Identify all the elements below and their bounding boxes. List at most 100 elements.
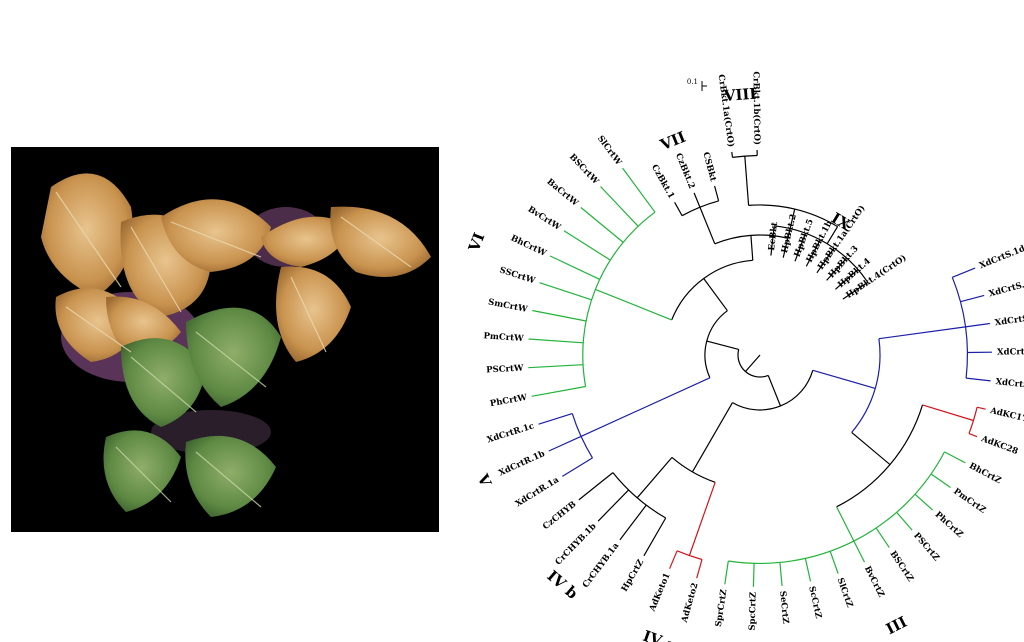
leaf-branch bbox=[875, 527, 890, 548]
leaf-branch bbox=[976, 406, 986, 410]
branch-arc-n_mid bbox=[836, 404, 924, 508]
leaf-branch bbox=[643, 517, 667, 557]
leaf-label: CzBkt.2 bbox=[673, 152, 696, 191]
clade-label: VI bbox=[464, 230, 488, 255]
leaf-label: PmCrtZ bbox=[951, 487, 987, 516]
leaf-branch bbox=[794, 232, 807, 262]
leaf-label: HpCrtZ bbox=[620, 558, 646, 594]
leaf-label: XdCrtR.1a bbox=[514, 475, 562, 510]
leaf-branch bbox=[805, 239, 821, 267]
branch-n_VII bbox=[699, 206, 716, 245]
leaf-label: BvCrtW bbox=[526, 205, 563, 233]
leaf-branch bbox=[724, 560, 729, 585]
leaf-label: SlCrtZ bbox=[835, 577, 855, 609]
leaf-branch bbox=[528, 338, 584, 344]
leaf-branch bbox=[600, 186, 639, 227]
leaf-label: CrBkt.1a(CrtO) bbox=[716, 74, 737, 148]
leaf-branch bbox=[714, 185, 720, 202]
leaf-branch bbox=[816, 247, 835, 274]
leaf-label: XdCrtS.1a bbox=[988, 277, 1024, 299]
leaf-branch bbox=[804, 558, 812, 582]
leaf-branch bbox=[968, 433, 978, 438]
branch-n_other bbox=[706, 340, 739, 350]
leaf-label: AdKeto2 bbox=[680, 582, 701, 625]
branch-arc-n_rest bbox=[671, 259, 753, 321]
leaf-label: BSCrtW bbox=[567, 152, 601, 187]
tree-branches bbox=[528, 149, 993, 587]
leaf-branch bbox=[914, 493, 934, 511]
leaf-label: XdCrtS.1e bbox=[995, 377, 1024, 392]
leaf-branch bbox=[835, 269, 859, 290]
branch-arc-n_main bbox=[732, 370, 814, 411]
leaf-branch bbox=[782, 228, 791, 258]
leaf-label: SprCrtZ bbox=[714, 589, 730, 628]
leaf-branch bbox=[779, 562, 783, 586]
branch-n_IV bbox=[691, 402, 734, 473]
leaf-branch bbox=[532, 309, 587, 322]
leaf-label: CSBkt bbox=[700, 151, 717, 183]
branch-arc-n_V bbox=[571, 413, 594, 459]
leaf-branch bbox=[539, 282, 592, 301]
leaf-branch bbox=[930, 473, 951, 488]
leaf-branch bbox=[578, 472, 614, 501]
leaf-label: XdCrtS.1c bbox=[997, 347, 1024, 358]
root-stem bbox=[745, 354, 761, 372]
branch-arc-n_other bbox=[704, 310, 728, 379]
leaf-label: PSCrtZ bbox=[911, 531, 941, 563]
tobacco-plants-photo bbox=[11, 147, 439, 532]
branch-n_IVa bbox=[688, 482, 716, 556]
leaf-label: PhCrtW bbox=[489, 393, 528, 410]
leaf-label: BvCrtZ bbox=[862, 565, 886, 599]
green-leaves bbox=[103, 307, 281, 517]
branch-arc-n_IVa bbox=[676, 550, 703, 561]
orange-leaves bbox=[41, 173, 431, 362]
leaf-branch bbox=[952, 267, 976, 278]
leaf-label: XdCrtS.1d bbox=[978, 244, 1024, 271]
leaf-label: AdKC17 bbox=[988, 406, 1024, 425]
leaf-branch bbox=[580, 207, 624, 243]
leaf-label: AdKeto1 bbox=[647, 571, 672, 613]
branch-arc-n_IX bbox=[774, 225, 869, 283]
leaf-label: BaCrtW bbox=[545, 177, 581, 209]
branch-n_rest bbox=[703, 278, 728, 312]
branch-n_V bbox=[580, 377, 711, 437]
leaf-label: SeCrtZ bbox=[777, 590, 790, 624]
leaf-branch bbox=[622, 167, 656, 213]
leaf-branch bbox=[826, 257, 848, 281]
leaf-branch bbox=[731, 151, 734, 158]
clade-label: VII bbox=[657, 128, 688, 155]
leaf-label: AdKC28 bbox=[979, 434, 1019, 457]
leaf-branch bbox=[561, 457, 593, 477]
leaf-branch bbox=[674, 202, 683, 216]
plant-illustration bbox=[11, 147, 439, 532]
clade-label: IV a bbox=[641, 627, 679, 642]
green-leaf-veins bbox=[115, 331, 267, 508]
leaf-branch bbox=[842, 281, 869, 300]
leaf-branch bbox=[696, 559, 703, 579]
leaf-veins bbox=[55, 191, 412, 353]
leaf-label: SSCrtW bbox=[498, 265, 537, 286]
leaf-branch bbox=[966, 377, 991, 382]
branch-n_II bbox=[922, 404, 974, 422]
leaf-label: PmCrtW bbox=[483, 331, 524, 344]
branch-n_VI bbox=[595, 288, 672, 321]
leaf-label: CrCHYB.1b bbox=[554, 522, 599, 568]
clade-label: V bbox=[473, 470, 495, 489]
clade-label: VIII bbox=[722, 85, 757, 106]
leaf-label: PhCrtZ bbox=[933, 510, 965, 540]
scale-bar: 0.1 bbox=[687, 78, 707, 91]
leaf-label: SlCrtW bbox=[595, 134, 624, 168]
leaf-label: EcBkt bbox=[767, 222, 780, 252]
branch-arc-n_top2 bbox=[748, 204, 838, 228]
leaf-label: ScCrtZ bbox=[806, 585, 823, 619]
leaf-label: XdCrtR.1b bbox=[497, 449, 546, 479]
leaf-label: BhCrtW bbox=[509, 233, 548, 259]
clade-label: IV b bbox=[544, 567, 582, 603]
leaf-branch bbox=[944, 451, 966, 464]
branch-n_I bbox=[878, 326, 966, 340]
leaf-label: CrBkt.1b(CrtO) bbox=[750, 71, 762, 145]
leaf-label: XdCrtS.1b bbox=[994, 312, 1024, 328]
leaf-branch bbox=[669, 550, 678, 569]
branch-arc-n_IV bbox=[671, 456, 716, 483]
leaf-branch bbox=[597, 489, 630, 522]
